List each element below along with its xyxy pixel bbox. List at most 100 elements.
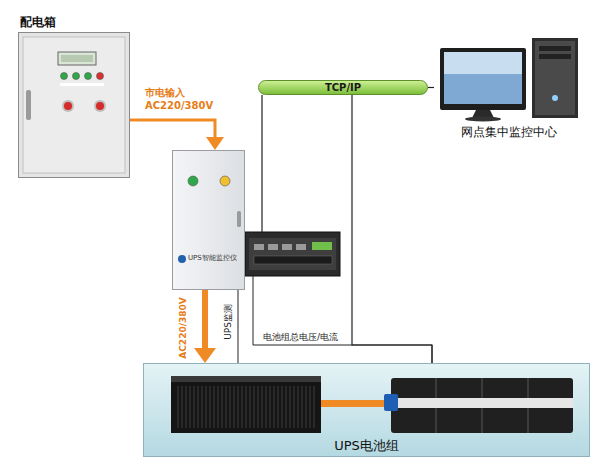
cabinet-buttons xyxy=(60,73,104,87)
ups-monitor-device: UPS智能监控仪 xyxy=(172,150,245,290)
connector-line xyxy=(202,290,208,351)
distribution-cabinet-part xyxy=(23,37,125,173)
ups-unit-part xyxy=(217,386,218,428)
ups-unit-part xyxy=(181,386,182,428)
battery-pack-part xyxy=(391,378,573,433)
ups-battery-band-art xyxy=(144,364,589,438)
cabinet-knobs-part xyxy=(96,102,104,110)
edge-label: AC220/380V xyxy=(177,297,189,358)
ups-monitor-device-art xyxy=(173,151,244,289)
device-lamps-part xyxy=(220,176,230,186)
computer-tower-part xyxy=(535,41,575,115)
ups-unit-part xyxy=(241,386,242,428)
computer-monitor-part xyxy=(465,117,501,122)
device-lock-part xyxy=(237,211,241,227)
edge-label: UPS监测 xyxy=(222,304,234,340)
signal-wire xyxy=(262,95,263,232)
connector-line xyxy=(238,290,239,363)
cabinet-display xyxy=(58,52,96,65)
ups-unit-part xyxy=(205,386,206,428)
ups-unit-part xyxy=(229,386,230,428)
ups-unit-part xyxy=(273,386,274,428)
connector-line xyxy=(253,276,432,363)
tcpip-bus-band: TCP/IP xyxy=(258,80,428,95)
ups-unit-part xyxy=(309,386,310,428)
computer-tower-part xyxy=(552,95,558,101)
arrow-head xyxy=(206,137,224,150)
device-logo xyxy=(178,255,186,263)
rack-body xyxy=(245,232,340,276)
cabinet-buttons-part xyxy=(97,73,104,80)
rack-port xyxy=(282,244,292,250)
ups-unit-part xyxy=(249,386,250,428)
ups-unit-part xyxy=(265,386,266,428)
monitoring-center-computer: 网点集中监控中心 xyxy=(434,36,584,144)
connector-line xyxy=(352,95,432,363)
distribution-cabinet-part xyxy=(26,90,31,120)
computer-monitor xyxy=(440,48,526,122)
cabinet-buttons-part xyxy=(73,73,80,80)
signal-wire xyxy=(428,87,434,88)
cabinet-knobs xyxy=(62,100,106,112)
bus-label: TCP/IP xyxy=(259,81,427,94)
ups-unit-part xyxy=(189,386,190,428)
edge-label: 市电输入 AC220/380V xyxy=(145,86,219,112)
ups-unit-part xyxy=(171,376,321,382)
ups-unit-part xyxy=(233,386,234,428)
band-caption: UPS电池组 xyxy=(144,438,589,454)
ups-unit-part xyxy=(237,386,238,428)
battery-pack-part xyxy=(391,398,573,408)
distribution-cabinet xyxy=(19,33,130,178)
ups-unit-part xyxy=(253,386,254,428)
ups-unit-part xyxy=(221,386,222,428)
ups-unit-part xyxy=(285,386,286,428)
cabinet-knobs-part xyxy=(62,100,74,112)
rack-tag xyxy=(312,242,332,250)
ups-unit-part xyxy=(193,386,194,428)
rack-terminal-strip xyxy=(254,256,332,264)
node-caption: 网点集中监控中心 xyxy=(434,124,584,140)
ups-unit-part xyxy=(245,386,246,428)
ups-unit-part xyxy=(197,386,198,428)
ups-unit-part xyxy=(305,386,306,428)
signal-wire xyxy=(238,290,239,363)
connector-line xyxy=(261,95,262,232)
power-arrow xyxy=(194,290,216,363)
computer-monitor-part xyxy=(444,52,522,74)
computer-tower-part xyxy=(539,54,571,59)
cabinet-buttons-part xyxy=(61,73,68,80)
ups-unit-part xyxy=(281,386,282,428)
connector-line xyxy=(130,120,215,140)
cabinet-buttons-part xyxy=(60,83,104,86)
monitor-rack-unit xyxy=(245,232,340,276)
device-lamps xyxy=(188,176,230,186)
distribution-cabinet-part xyxy=(19,33,130,178)
device-lamps-part xyxy=(188,176,198,186)
ups-unit-part xyxy=(289,386,290,428)
ups-unit-part xyxy=(293,386,294,428)
ups-battery-link xyxy=(321,400,387,407)
computer-monitor-part xyxy=(444,52,522,104)
computer-monitor-part xyxy=(440,48,526,110)
rack-port xyxy=(268,244,278,250)
ups-battery-band: UPS电池组 xyxy=(143,363,590,457)
device-logo-part xyxy=(178,255,186,263)
device-label: UPS智能监控仪 xyxy=(188,254,244,263)
ups-unit-part xyxy=(301,386,302,428)
ups-battery-link-part xyxy=(321,400,387,407)
computer-tower-part xyxy=(532,38,578,118)
rack-port xyxy=(296,244,306,250)
signal-wire xyxy=(352,95,432,363)
ups-unit-part xyxy=(297,386,298,428)
edge-label: 电池组总电压/电流 xyxy=(263,331,338,343)
battery-pack-part xyxy=(384,394,398,411)
cabinet-display-part xyxy=(58,52,96,65)
ups-unit-part xyxy=(171,376,321,433)
ups-unit-part xyxy=(261,386,262,428)
ups-unit-part xyxy=(277,386,278,428)
cabinet-display-part xyxy=(61,55,93,62)
ups-unit-part xyxy=(177,386,178,428)
computer-tower-part xyxy=(539,46,571,51)
monitoring-center-computer-art xyxy=(434,36,584,126)
arrow-head xyxy=(194,348,216,363)
